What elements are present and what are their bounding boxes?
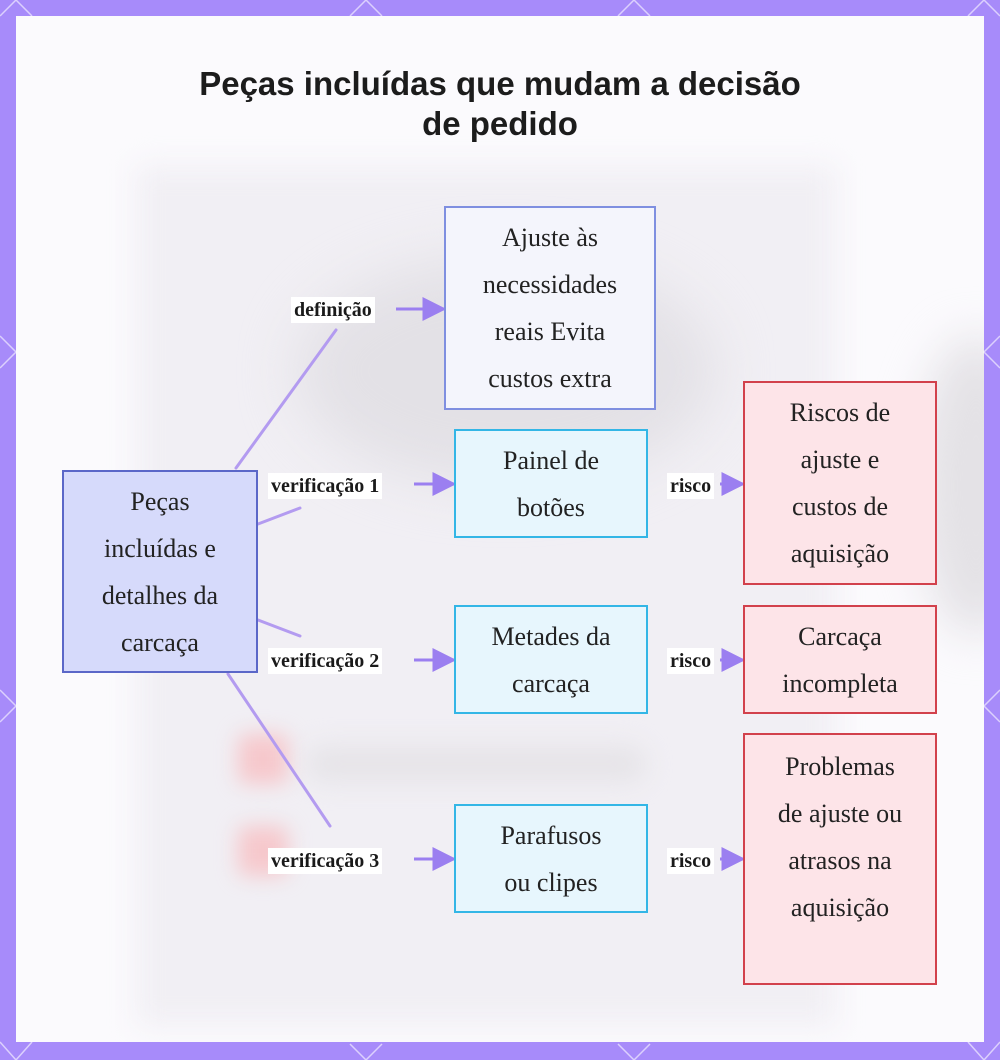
node-check2-line: Metades da	[491, 621, 611, 651]
edge-root-definition	[234, 328, 338, 470]
node-risk1-line: Riscos de	[789, 398, 891, 427]
node-definition-line: Ajuste às	[501, 223, 599, 252]
background-blur-bar	[306, 746, 646, 782]
node-definition-line: necessidades	[482, 270, 618, 299]
edge-root-check2	[256, 618, 302, 638]
node-definition: Ajuste às necessidades reais Evita custo…	[444, 206, 656, 410]
edge-label-check2: verificação 2	[268, 648, 383, 674]
node-risk3-line: atrasos na	[788, 846, 892, 875]
node-check1: Painel de botões	[454, 429, 648, 538]
node-risk2-line: Carcaça	[798, 621, 882, 651]
edge-label-risk3: risco	[667, 848, 715, 874]
edge-label-risk1: risco	[667, 473, 715, 499]
node-risk1-line: ajuste e	[800, 445, 880, 474]
node-risk1-line: aquisição	[790, 539, 890, 568]
node-root-line: carcaça	[121, 627, 199, 657]
node-root-line: detalhes da	[101, 580, 219, 610]
node-risk3-line: de ajuste ou	[777, 799, 903, 828]
node-risk2-line: incompleta	[782, 668, 898, 698]
node-definition-line: reais Evita	[494, 317, 606, 346]
node-risk3: Problemas de ajuste ou atrasos na aquisi…	[743, 733, 937, 985]
node-check3-line: ou clipes	[504, 867, 598, 897]
title-line: de pedido	[422, 105, 578, 142]
diagram-title: Peças incluídas que mudam a decisão de p…	[0, 64, 1000, 144]
node-check1-line: Painel de	[502, 445, 600, 475]
node-root: Peças incluídas e detalhes da carcaça	[62, 470, 258, 673]
node-risk2: Carcaça incompleta	[743, 605, 937, 714]
edge-label-check3: verificação 3	[268, 848, 383, 874]
edge-root-check3	[226, 672, 332, 828]
edge-label-definition: definição	[291, 297, 375, 323]
edge-label-risk2: risco	[667, 648, 715, 674]
node-risk3-line: Problemas	[785, 752, 895, 781]
edge-root-check1	[256, 506, 302, 526]
node-check1-line: botões	[517, 492, 585, 522]
node-risk1: Riscos de ajuste e custos de aquisição	[743, 381, 937, 585]
node-risk1-line: custos de	[791, 492, 889, 521]
node-definition-line: custos extra	[488, 364, 612, 393]
node-risk3-line: aquisição	[790, 893, 890, 922]
node-root-line: Peças	[130, 486, 190, 516]
node-check2: Metades da carcaça	[454, 605, 648, 714]
title-line: Peças incluídas que mudam a decisão	[199, 65, 801, 102]
node-check3: Parafusos ou clipes	[454, 804, 648, 913]
node-check3-line: Parafusos	[500, 820, 602, 850]
node-root-line: incluídas e	[104, 533, 216, 563]
background-blur-mark	[238, 734, 288, 784]
node-check2-line: carcaça	[512, 668, 590, 698]
edge-label-check1: verificação 1	[268, 473, 383, 499]
